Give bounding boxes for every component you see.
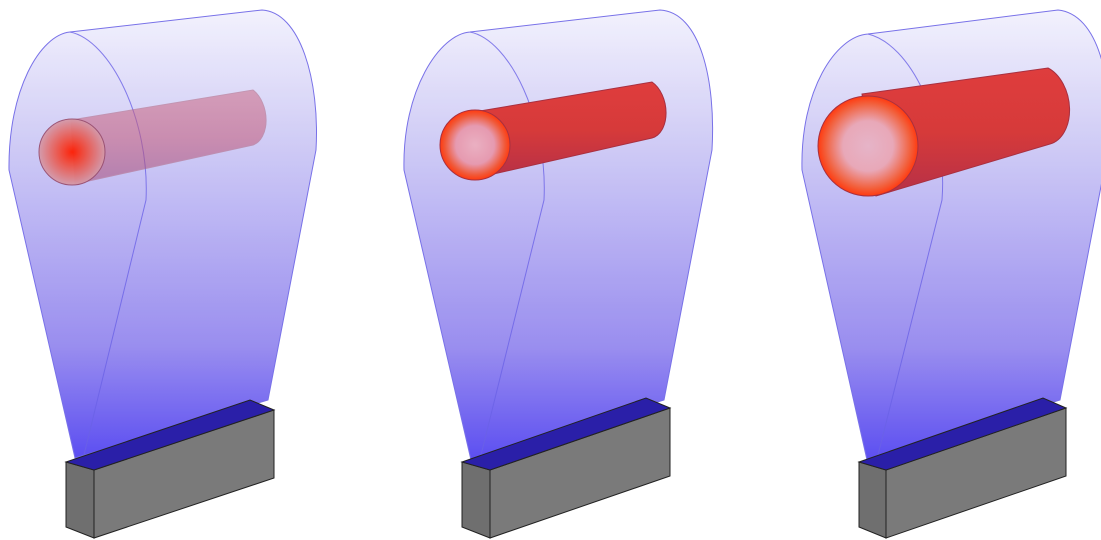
panel-1: [9, 10, 317, 538]
panel-2: [404, 10, 713, 538]
light-beam-shape: [9, 10, 317, 458]
light-beam-shape: [404, 10, 713, 460]
panel-3: [802, 10, 1101, 538]
